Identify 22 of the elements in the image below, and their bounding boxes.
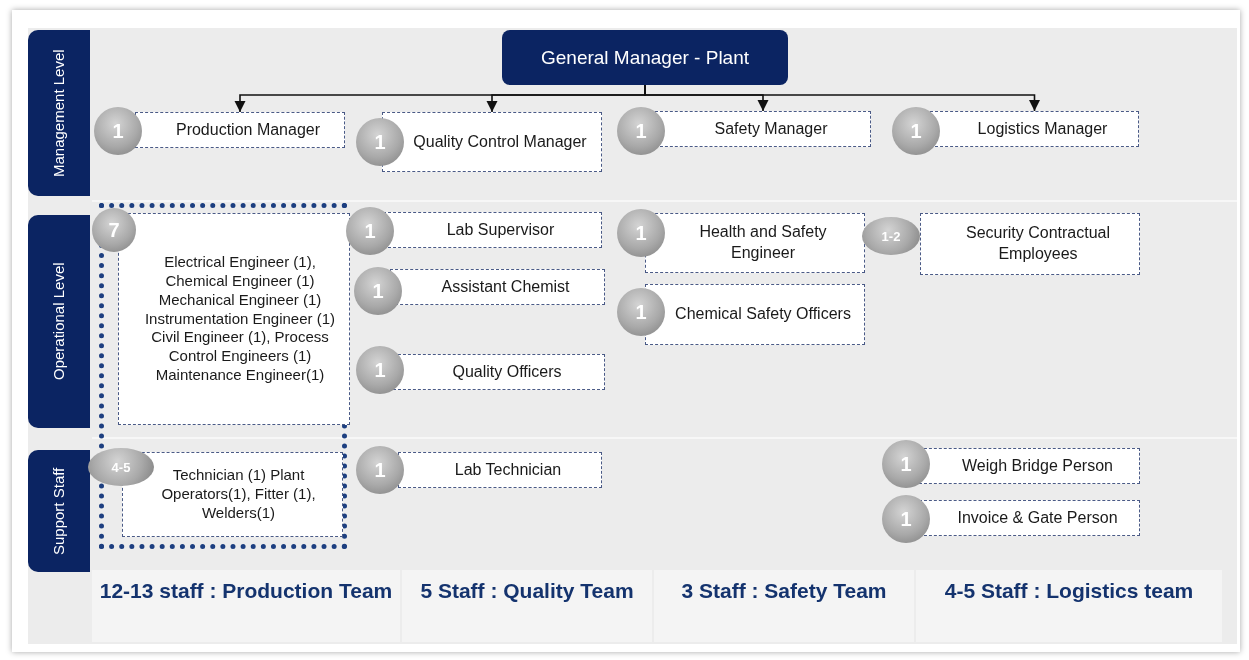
- role-box: Quality Officers: [393, 354, 605, 390]
- role-box: Lab Supervisor: [383, 212, 602, 248]
- role-box: Security Contractual Employees: [920, 213, 1140, 275]
- team-summary: 5 Staff : Quality Team: [402, 570, 652, 642]
- role-box: Electrical Engineer (1), Chemical Engineer (1) Mechanical Engineer (1) Instrumentation Engineer (1) Civil Engineer (1), Process Control Engineers (1) Maintenance Engineer(1): [118, 213, 350, 425]
- team-summary: 4-5 Staff : Logistics team: [916, 570, 1222, 642]
- role-box: Safety Manager: [655, 111, 871, 147]
- role-box: Invoice & Gate Person: [919, 500, 1140, 536]
- role-box: Lab Technician: [398, 452, 602, 488]
- group-box: [99, 203, 347, 549]
- role-box: Chemical Safety Officers: [645, 284, 865, 345]
- level-tab: Management Level: [28, 30, 90, 196]
- role-box: Health and Safety Engineer: [645, 213, 865, 273]
- manager-box: General Manager - Plant: [502, 30, 788, 85]
- role-box: Logistics Manager: [930, 111, 1139, 147]
- team-summary: 3 Staff : Safety Team: [654, 570, 914, 642]
- role-box: Weigh Bridge Person: [919, 448, 1140, 484]
- role-box: Assistant Chemist: [390, 269, 605, 305]
- role-box: Production Manager: [135, 112, 345, 148]
- level-tab: Support Staff: [28, 450, 90, 572]
- level-tab: Operational Level: [28, 215, 90, 428]
- team-summary: 12-13 staff : Production Team: [92, 570, 400, 642]
